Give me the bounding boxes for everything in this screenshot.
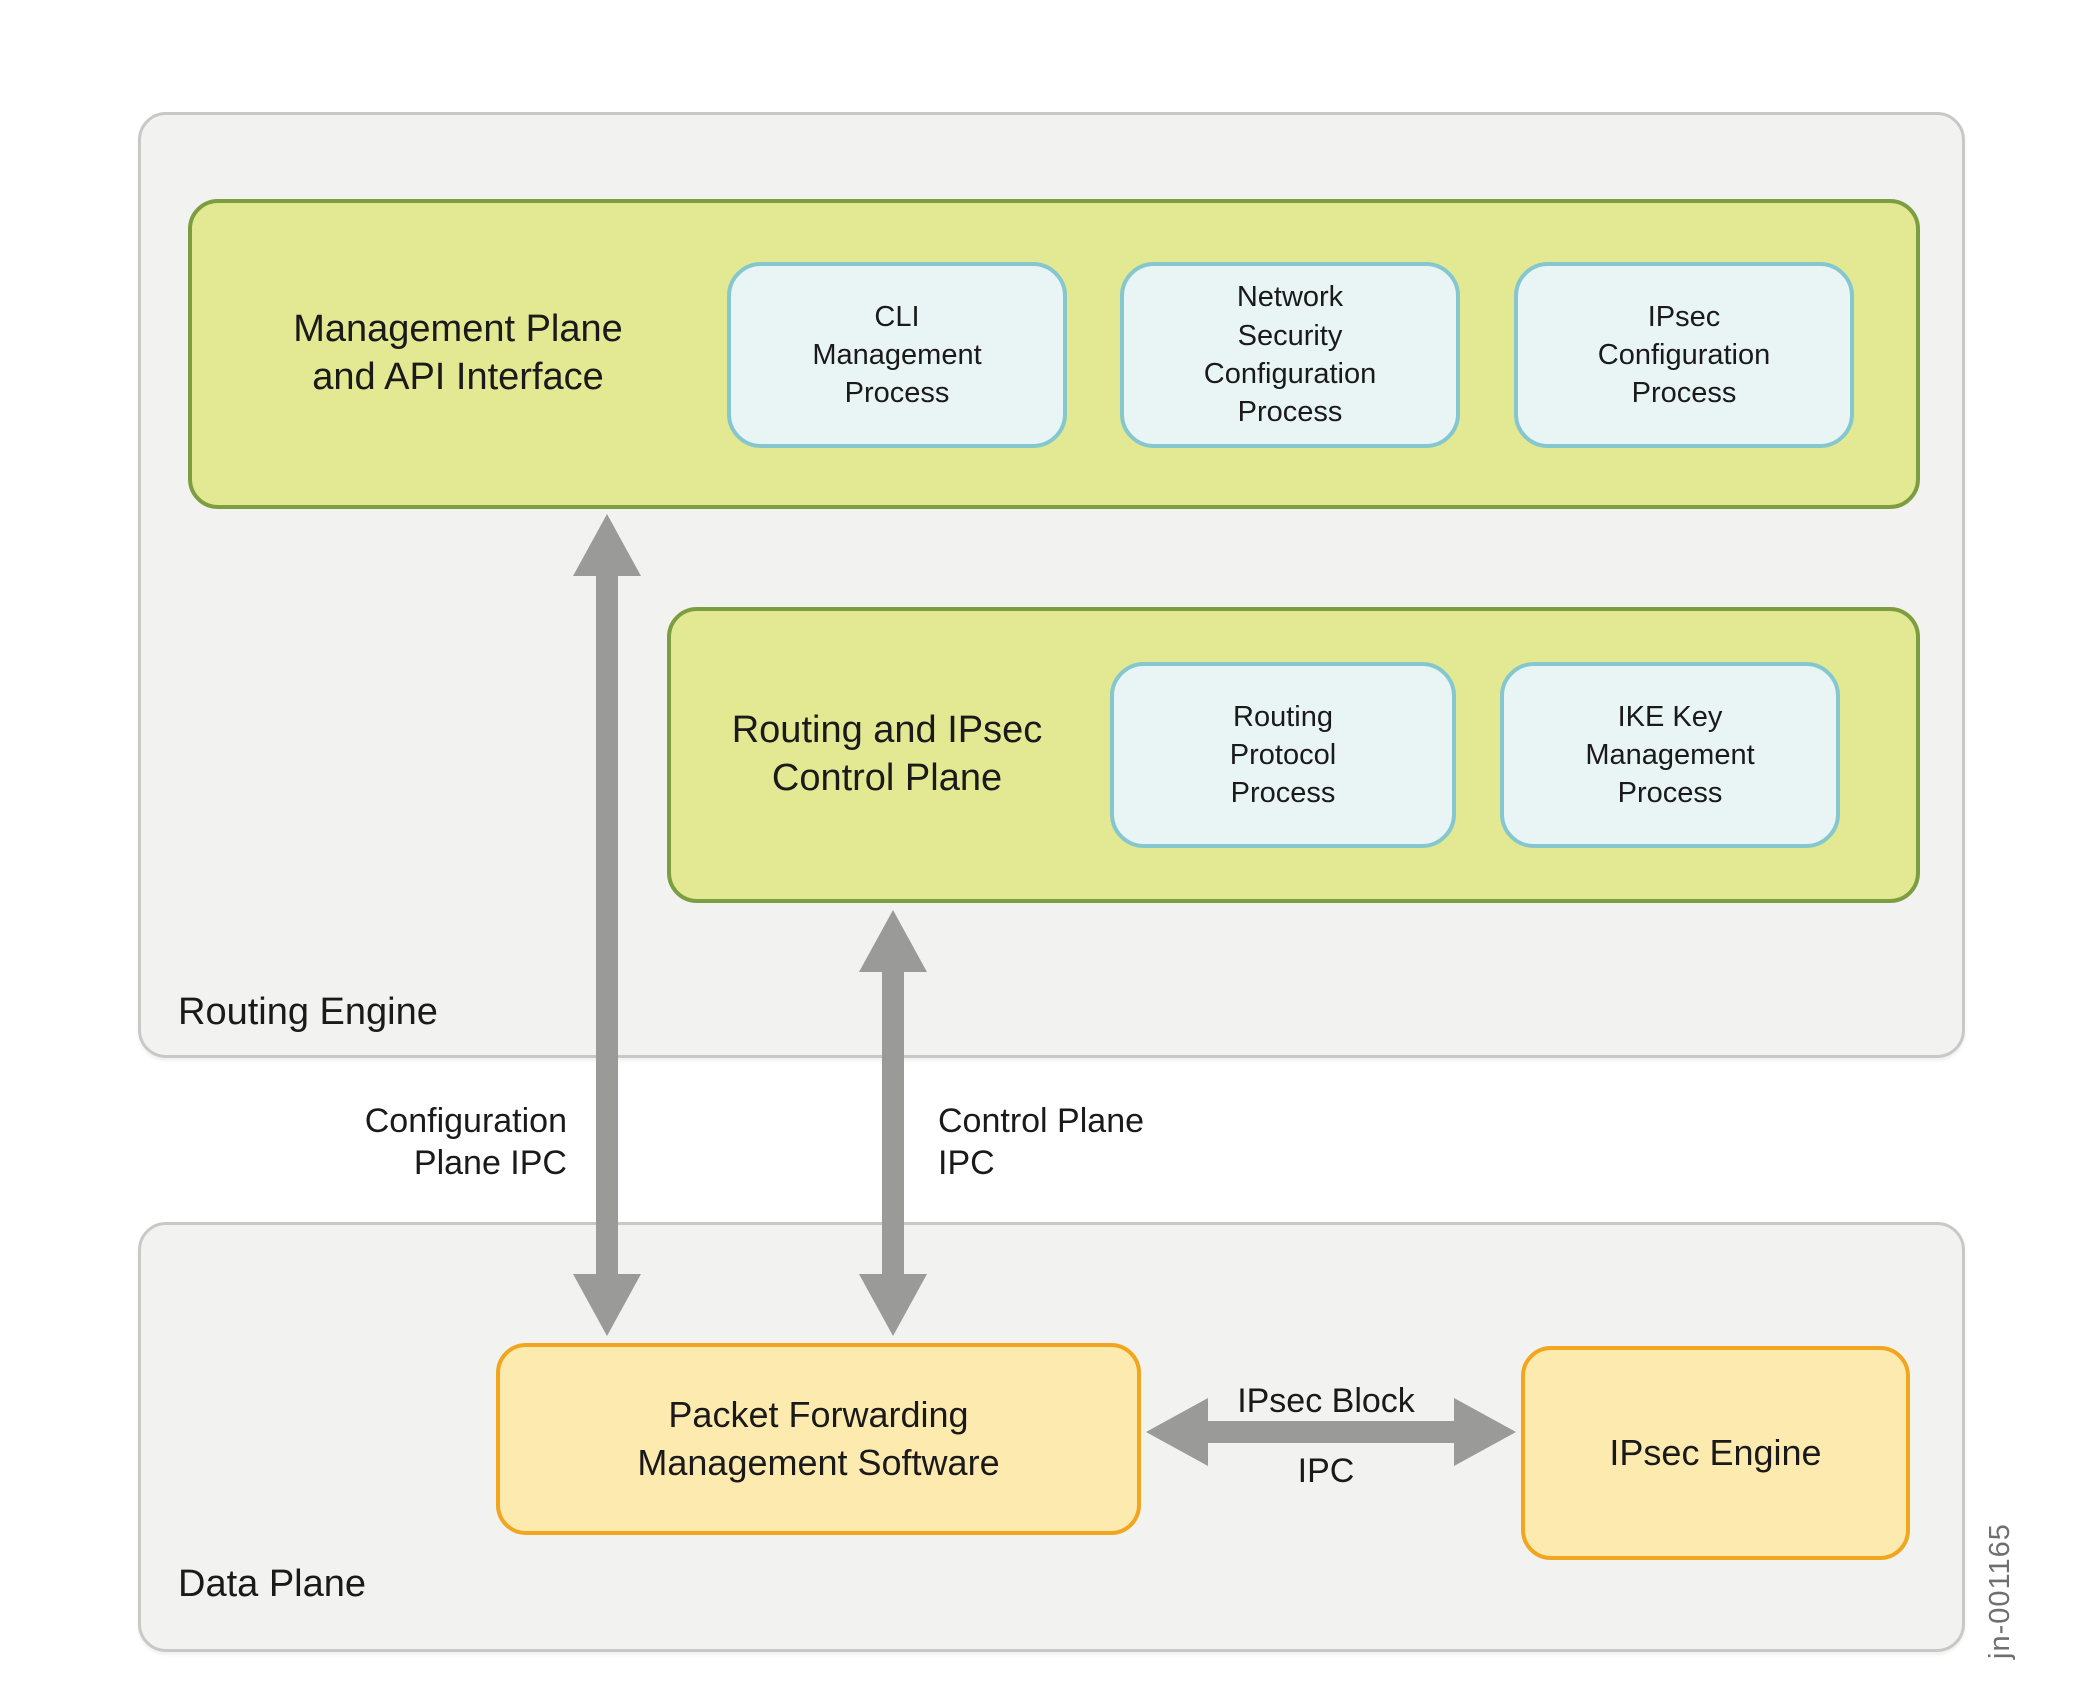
configuration-plane-ipc-label: Configuration Plane IPC (364, 1102, 567, 1183)
ipsec-engine-box: IPsec Engine (1521, 1346, 1910, 1560)
arrow-shaft (1208, 1421, 1454, 1443)
control-plane-ipc-label: Control Plane IPC (938, 1102, 1145, 1183)
ike-key-management-process-box: IKE Key Management Process (1500, 662, 1840, 848)
ipsec-engine-label: IPsec Engine (1609, 1432, 1822, 1474)
ipsec-configuration-process-label: IPsec Configuration Process (1597, 300, 1771, 410)
management-plane-label: Management Plane and API Interface (188, 199, 728, 509)
data-plane-label: Data Plane (178, 1563, 367, 1605)
routing-engine-label: Routing Engine (178, 991, 438, 1033)
cli-management-process-box: CLI Management Process (727, 262, 1067, 448)
arrow-up-icon (573, 514, 641, 576)
control-plane-ipc-arrow (859, 910, 927, 1336)
arrow-shaft (596, 576, 618, 1274)
arrow-down-icon (859, 1274, 927, 1336)
control-plane-label: Routing and IPsec Control Plane (667, 607, 1107, 903)
packet-forwarding-management-software-box: Packet Forwarding Management Software (496, 1343, 1141, 1535)
network-security-configuration-process-label: Network Security Configuration Process (1203, 281, 1377, 429)
management-plane-label-text: Management Plane and API Interface (293, 308, 623, 398)
packet-forwarding-management-software-label: Packet Forwarding Management Software (637, 1394, 1000, 1483)
cli-management-process-label: CLI Management Process (812, 300, 982, 410)
arrow-shaft (882, 972, 904, 1274)
figure-id-watermark: jn-001165 (1984, 1523, 2016, 1659)
arrow-up-icon (859, 910, 927, 972)
configuration-plane-ipc-arrow (573, 514, 641, 1336)
routing-protocol-process-box: Routing Protocol Process (1110, 662, 1456, 848)
routing-protocol-process-label: Routing Protocol Process (1229, 700, 1337, 810)
arrow-down-icon (573, 1274, 641, 1336)
arrow-left-icon (1146, 1398, 1208, 1466)
ipsec-block-label: IPsec Block (1237, 1382, 1415, 1420)
control-plane-label-text: Routing and IPsec Control Plane (731, 709, 1043, 799)
ipsec-block-ipc-label: IPC (1297, 1452, 1355, 1490)
network-security-configuration-process-box: Network Security Configuration Process (1120, 262, 1460, 448)
ike-key-management-process-label: IKE Key Management Process (1585, 700, 1755, 810)
ipsec-block-ipc-arrow (1146, 1398, 1516, 1466)
arrow-right-icon (1454, 1398, 1516, 1466)
ipsec-configuration-process-box: IPsec Configuration Process (1514, 262, 1854, 448)
